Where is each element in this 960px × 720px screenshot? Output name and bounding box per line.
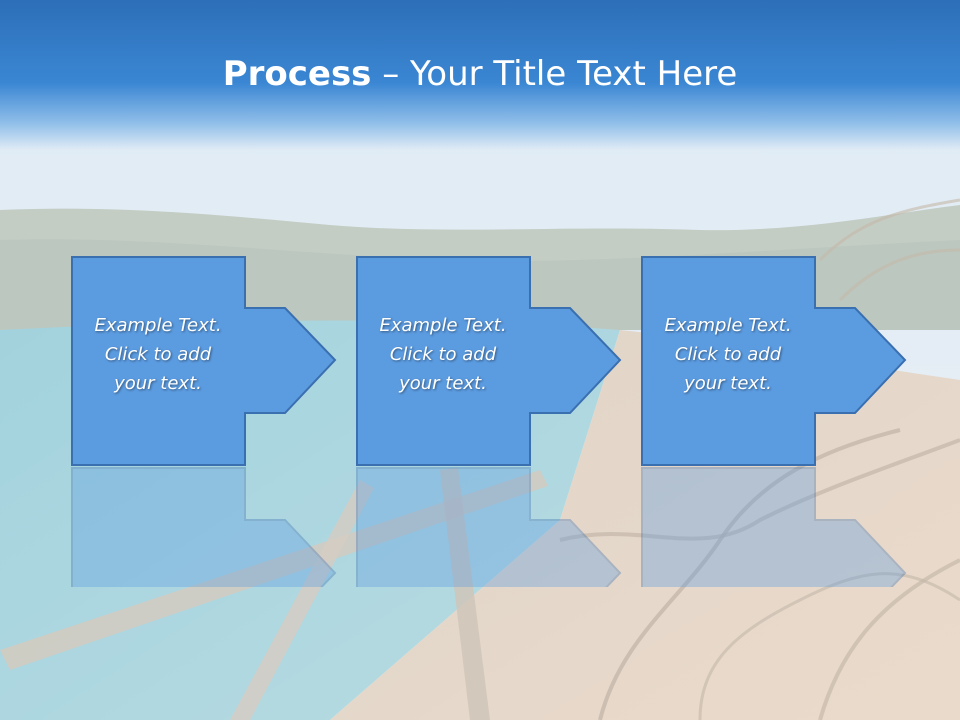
arrow-shape <box>641 256 907 466</box>
step-reflection <box>641 467 907 587</box>
step-reflection <box>71 467 337 587</box>
slide-title-rest: – Your Title Text Here <box>371 54 738 94</box>
arrow-shape <box>71 256 337 466</box>
step-reflection <box>356 467 622 587</box>
slide-title[interactable]: Process – Your Title Text Here <box>0 52 960 96</box>
arrow-shape <box>356 256 622 466</box>
title-band <box>0 0 960 150</box>
slide-title-bold: Process <box>222 54 372 94</box>
